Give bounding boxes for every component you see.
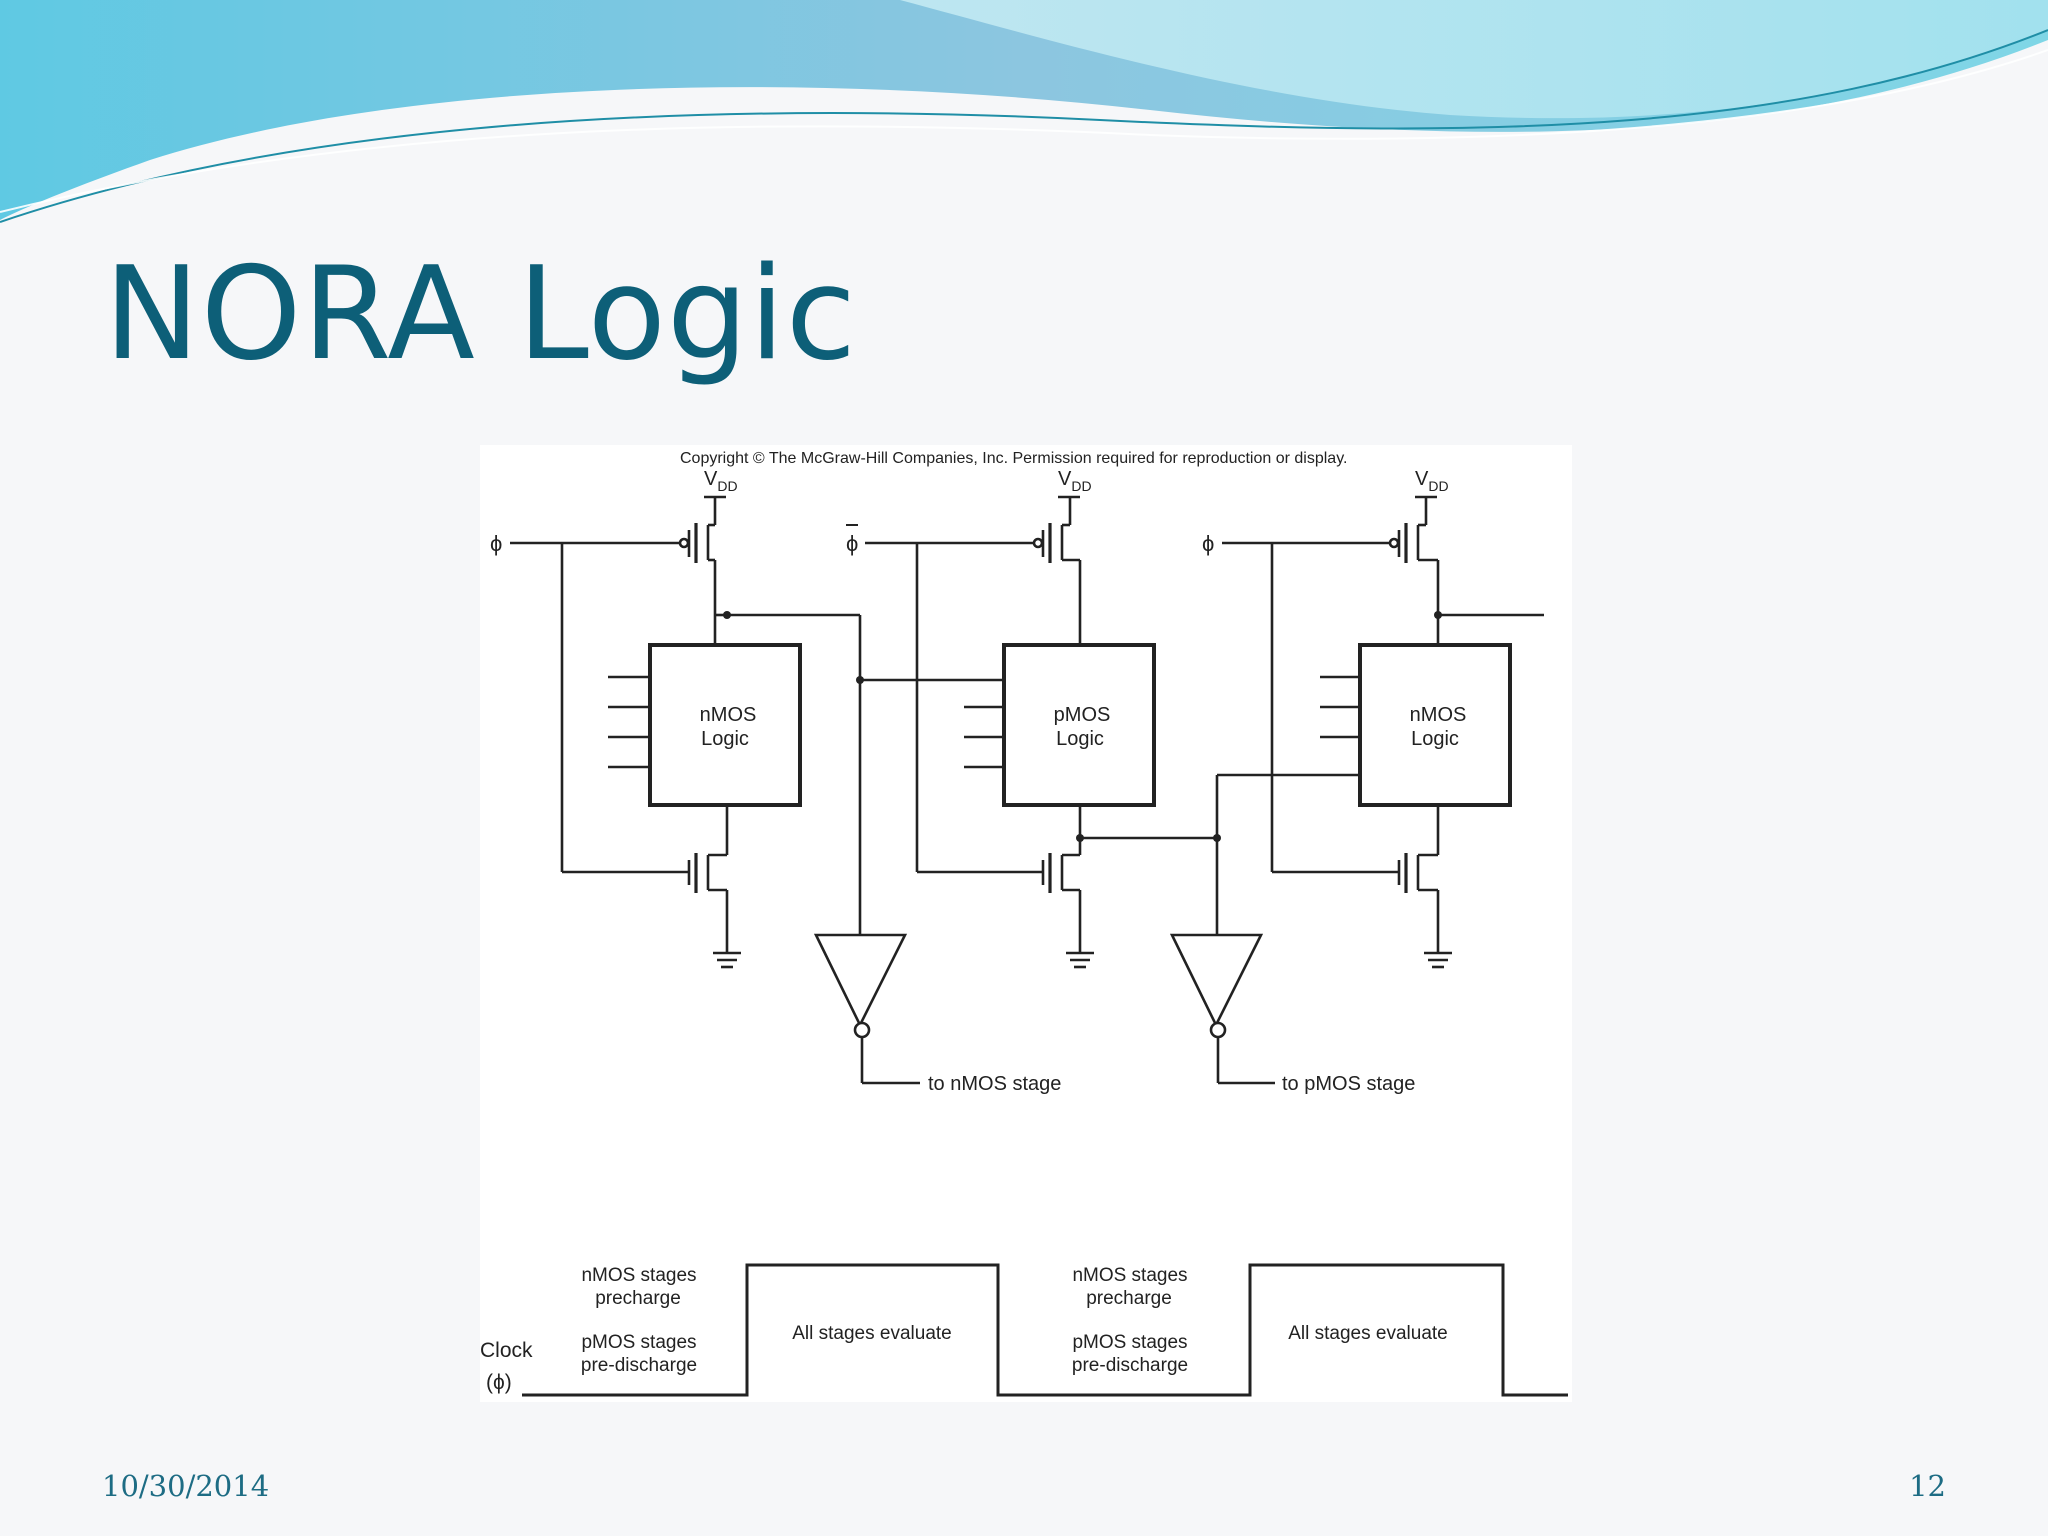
phi-input-1: ϕ: [490, 531, 502, 556]
to-pmos-stage-label: to pMOS stage: [1282, 1073, 1415, 1095]
inverter-2: [1169, 933, 1275, 1085]
phase1-pmos-line1: pMOS stages: [581, 1332, 696, 1353]
stage-1-nmos: VDD nMOS Logic: [510, 468, 862, 969]
clock-label: Clock: [480, 1339, 533, 1362]
clock-symbol: (ϕ): [486, 1371, 512, 1394]
phase3-pmos-line2: pre-discharge: [1072, 1355, 1188, 1376]
phase3-nmos-line1: nMOS stages: [1072, 1265, 1187, 1286]
phase3-pmos-line1: pMOS stages: [1072, 1332, 1187, 1353]
stage-3-label-line2: Logic: [1411, 728, 1459, 750]
stage-2-label-line1: pMOS: [1054, 704, 1111, 726]
footer-page-number: 12: [1909, 1469, 1946, 1503]
circuit-diagram: Copyright © The McGraw-Hill Companies, I…: [480, 450, 1568, 1397]
phase1-nmos-line1: nMOS stages: [581, 1265, 696, 1286]
phase1-pmos-line2: pre-discharge: [581, 1355, 697, 1376]
phi-bar-input: ϕ: [846, 531, 858, 556]
phase2-evaluate: All stages evaluate: [792, 1323, 952, 1344]
phase3-nmos-line2: precharge: [1086, 1288, 1172, 1309]
phi-input-3: ϕ: [1202, 531, 1214, 556]
stage-2-pmos: VDD pMOS Logic: [856, 468, 1217, 969]
inverter-1: [813, 933, 920, 1085]
vdd-label: VDD: [1415, 468, 1449, 494]
vdd-label: VDD: [1058, 468, 1092, 494]
nora-logic-figure: Copyright © The McGraw-Hill Companies, I…: [480, 445, 1572, 1402]
vdd-label: VDD: [704, 468, 738, 494]
to-nmos-stage-label: to nMOS stage: [928, 1073, 1061, 1095]
stage-2-label-line2: Logic: [1056, 728, 1104, 750]
clock-timing-diagram: Clock (ϕ) nMOS stages precharge pMOS sta…: [480, 1263, 1568, 1397]
stage-3-label-line1: nMOS: [1410, 704, 1467, 726]
header-wave-decoration: [0, 0, 2048, 223]
phase1-nmos-line2: precharge: [595, 1288, 681, 1309]
slide-title: NORA Logic: [104, 240, 858, 389]
phase4-evaluate: All stages evaluate: [1288, 1323, 1448, 1344]
copyright-notice: Copyright © The McGraw-Hill Companies, I…: [680, 450, 1347, 467]
footer-date: 10/30/2014: [102, 1469, 270, 1503]
stage-1-label-line1: nMOS: [700, 704, 757, 726]
stage-3-nmos: VDD nMOS Logic: [1213, 468, 1544, 969]
stage-1-label-line2: Logic: [701, 728, 749, 750]
